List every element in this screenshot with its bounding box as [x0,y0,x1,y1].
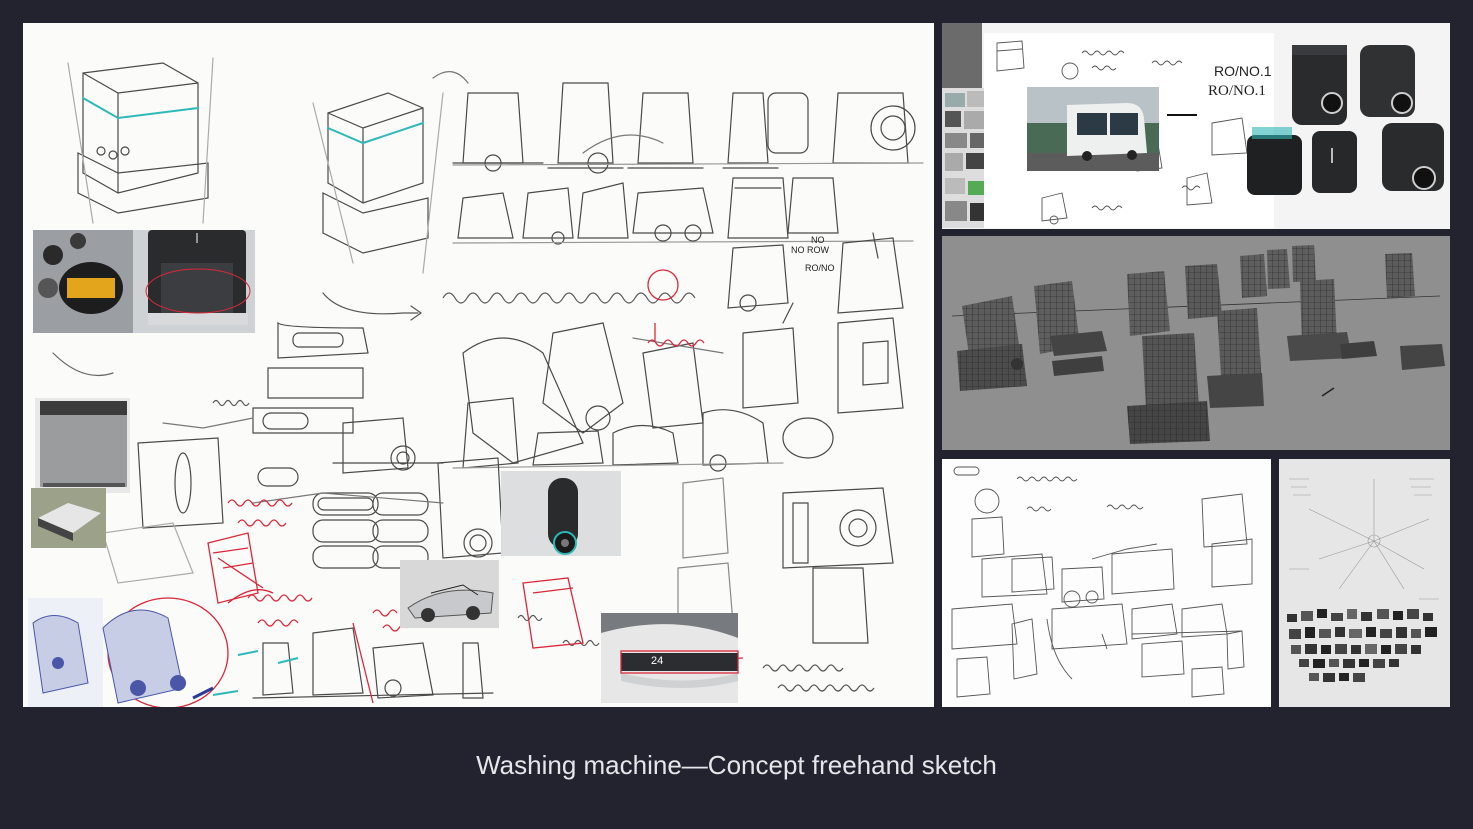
product-render-4 [1312,131,1357,193]
main-sketch-drawing [28,57,924,707]
sketch-side-profiles-row-2 [452,177,914,245]
wire-unit-9 [1207,308,1264,408]
sketch-washer-iso-2 [312,92,444,274]
wireframe-drawing [942,236,1450,450]
sketch-tilted-pods [462,302,904,464]
product-render-1 [1292,45,1347,125]
handwritten-notes-grey [212,292,875,692]
sketch-tall-units [437,457,894,644]
wire-unit-3 [1127,271,1170,336]
wire-unit-1 [957,296,1027,391]
wire-unit-4 [1185,264,1222,319]
wire-unit-8 [1127,333,1210,444]
page-caption: Washing machine—Concept freehand sketch [476,750,997,780]
render-label-1: RO/NO.1 [1214,63,1272,79]
sketch-lower-middle [332,397,834,474]
sketch-side-profiles-row-3 [727,232,904,314]
wire-unit-2 [1034,281,1107,356]
render-board: RO/NO.1 RO/NO.1 [942,23,1450,229]
sketch-note-no: NO [811,235,825,245]
sketch-sheet-2-drawing [951,466,1253,698]
photo-cylinder-render [501,471,621,556]
render-board-drawing [942,23,1450,229]
photo-tray-render [31,488,106,548]
sketch-bottom-left [102,437,494,699]
render-label-2: RO/NO.1 [1208,83,1266,99]
sketch-washer-iso-1 [67,57,214,224]
wireframe-model-board [942,236,1450,450]
mind-map-board [1279,459,1450,707]
sketch-note-ro-no: RO/NO [805,263,835,273]
wire-unit-6 [1287,279,1352,361]
main-sketch-board: NO NO ROW RO/NO 24 [23,23,934,707]
sketch-side-profiles-row-1 [452,82,924,174]
sketch-sheet-2 [942,459,1271,707]
product-render-5 [1382,123,1444,191]
photo-autonomous-bus [1027,87,1159,171]
photo-blue-pods-render [28,598,214,707]
photo-knob-render [33,230,255,333]
mind-map-thumbnails [1287,609,1437,682]
wire-unit-7 [1385,253,1415,298]
wire-unit-5 [1240,245,1316,298]
lcd-value: 24 [651,655,664,667]
mind-map-drawing [1279,459,1450,707]
photo-lcd-render [601,613,739,703]
photo-car-render [400,560,499,628]
wire-blocks [1052,341,1445,376]
product-render-3 [1247,127,1302,195]
photo-box-render [35,398,130,493]
product-render-2 [1360,45,1415,117]
sketch-note-no-row: NO ROW [791,245,829,255]
sketch-middle-cluster [252,321,429,569]
